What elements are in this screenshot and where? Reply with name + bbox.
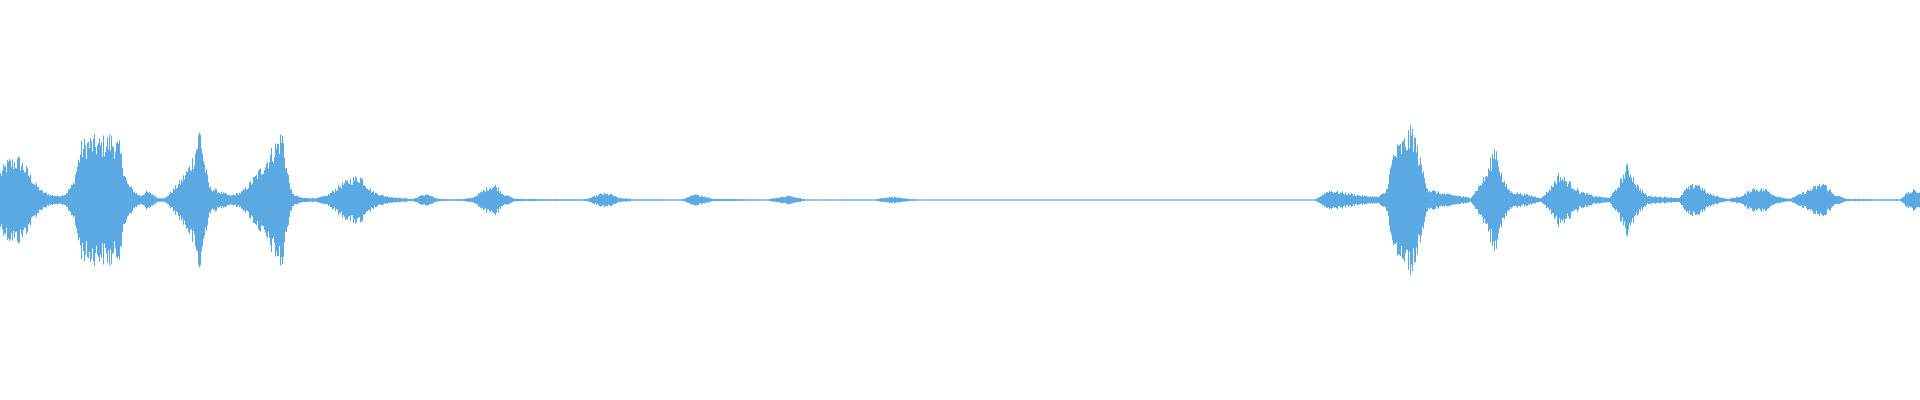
waveform-bars xyxy=(0,124,1920,276)
